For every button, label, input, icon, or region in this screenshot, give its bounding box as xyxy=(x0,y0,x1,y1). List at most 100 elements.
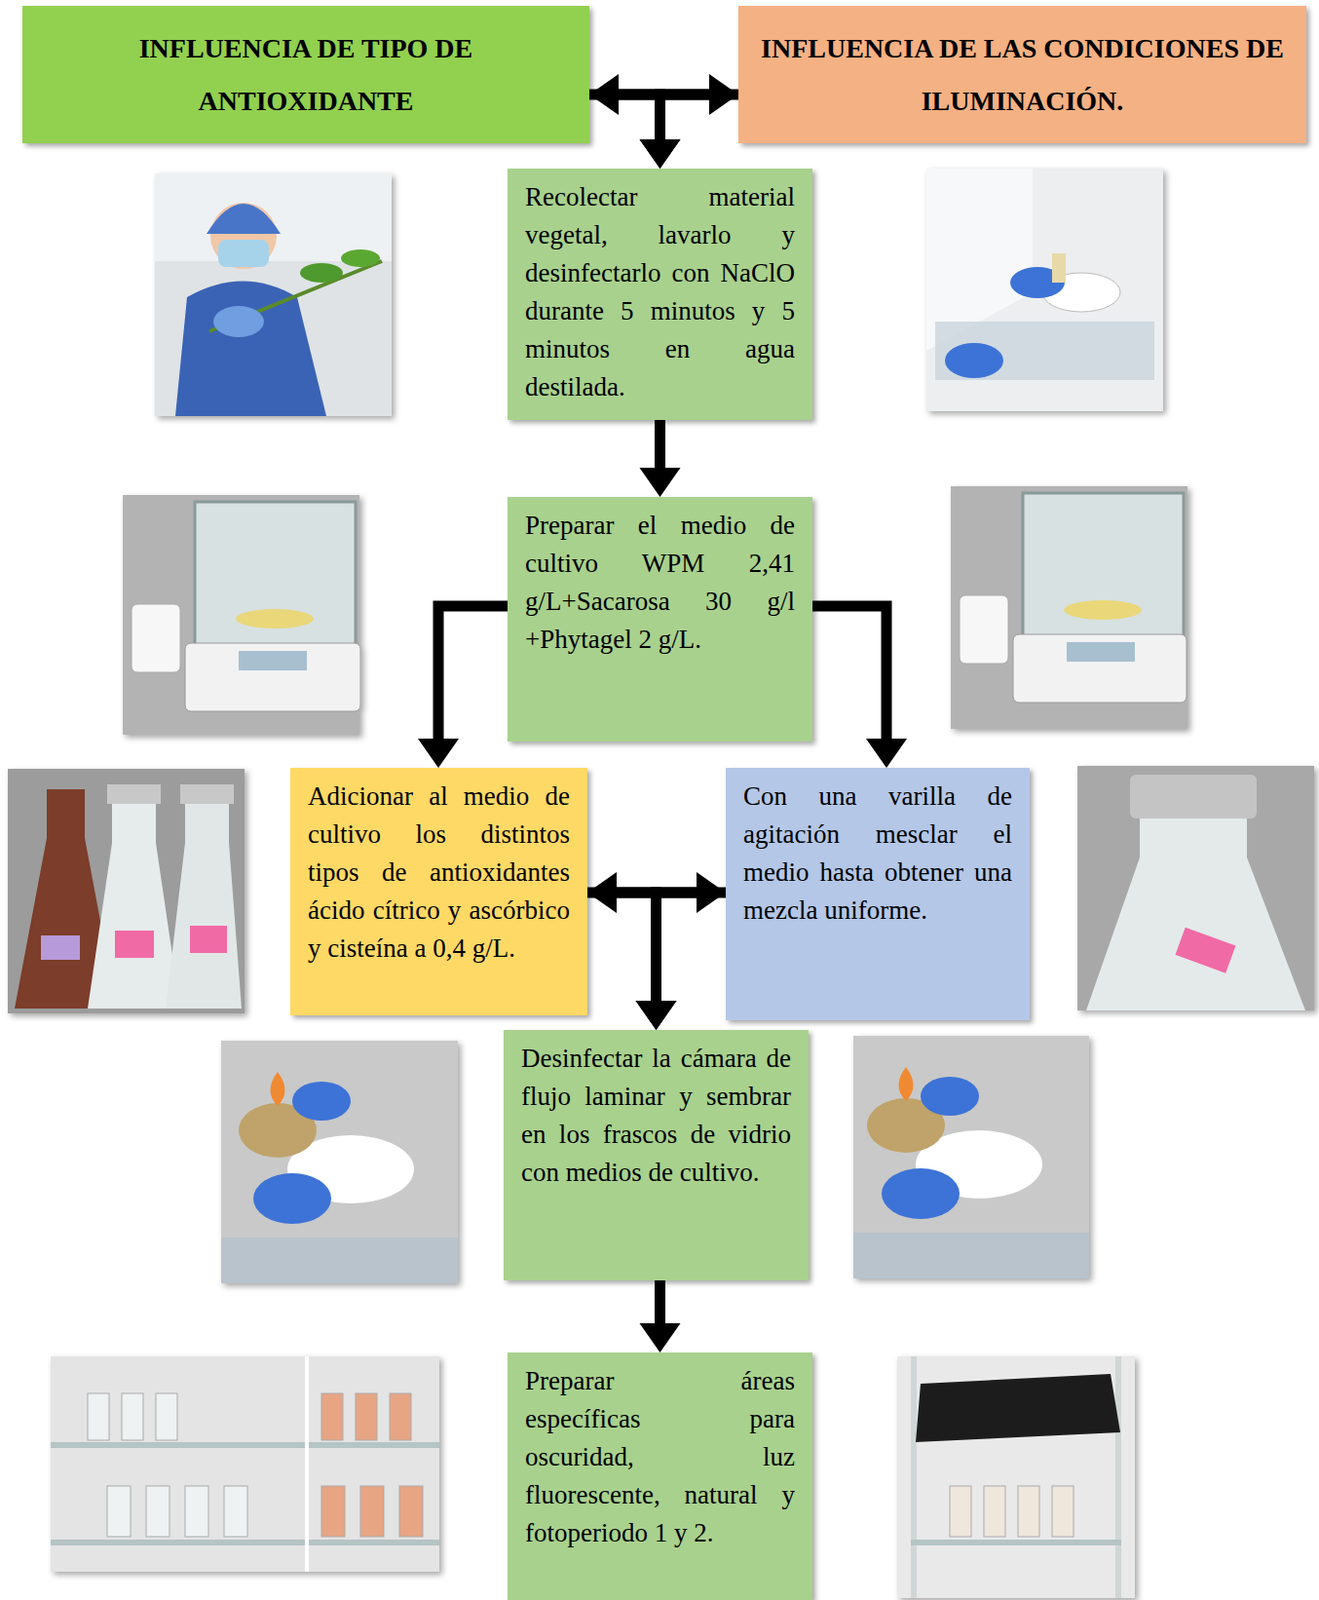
photo-tag xyxy=(189,925,227,953)
photo-jars xyxy=(949,1485,1074,1537)
photo-jar xyxy=(185,1485,209,1537)
photo-leaf xyxy=(300,263,343,283)
header-box: INFLUENCIA DE LAS CONDICIONES DE ILUMINA… xyxy=(738,5,1307,144)
photo-sowing xyxy=(221,1040,458,1283)
photo-bottle xyxy=(1052,253,1066,283)
arrow-head xyxy=(636,1000,678,1030)
photo-flask xyxy=(165,793,242,1009)
photo-flame xyxy=(270,1071,286,1106)
photo-flasks xyxy=(7,768,245,1014)
photo-base xyxy=(185,642,361,712)
photo-glove xyxy=(881,1168,960,1219)
flow-arrow xyxy=(589,94,681,169)
photo-jar xyxy=(224,1485,248,1537)
box-text: Desinfectar la cámara de flujo laminar y… xyxy=(521,1039,792,1192)
photo-worker xyxy=(154,173,392,416)
photo-sowing xyxy=(853,1035,1090,1279)
flow-arrow xyxy=(417,605,508,768)
arrow-head xyxy=(640,139,681,169)
arrow-head xyxy=(636,1000,678,1030)
photo-tag xyxy=(40,935,80,960)
photo-shelf xyxy=(910,1539,1122,1546)
photo-jars xyxy=(87,1393,423,1537)
photo-ground xyxy=(221,1040,458,1283)
photo-cap xyxy=(206,203,281,234)
photo-glove xyxy=(292,1081,351,1121)
photo-ground xyxy=(122,494,360,735)
header-box: INFLUENCIA DE TIPO DE ANTIOXIDANTE xyxy=(22,5,590,144)
photo-jar xyxy=(389,1393,412,1440)
photo-ground xyxy=(1077,765,1315,1011)
flow-arrow xyxy=(636,892,727,1030)
photo-black-bag xyxy=(915,1373,1121,1442)
arrow-line xyxy=(654,1280,666,1325)
photo-ground xyxy=(853,1035,1090,1279)
arrow-line xyxy=(812,605,887,741)
photo-jar xyxy=(1017,1485,1040,1537)
photo-post xyxy=(910,1356,917,1598)
photo-jar xyxy=(949,1485,972,1537)
photo-jar xyxy=(155,1393,178,1440)
photo-jar xyxy=(107,1485,131,1537)
photo-gown xyxy=(175,281,327,417)
arrow-head xyxy=(640,1322,681,1353)
photo-tag xyxy=(1174,927,1236,974)
flow-arrow xyxy=(812,605,907,768)
photo-shelves xyxy=(50,1356,440,1572)
photo-glove xyxy=(213,305,264,338)
arrow-head xyxy=(866,738,907,768)
photo-jar xyxy=(87,1393,110,1440)
flow-arrow xyxy=(640,1280,681,1353)
photo-jar xyxy=(399,1485,423,1537)
flow-arrow xyxy=(640,419,681,497)
arrow-line xyxy=(660,94,740,142)
photo-pan xyxy=(1063,600,1142,620)
photo-flask xyxy=(87,793,181,1009)
arrow-line xyxy=(438,605,508,741)
photo-glass xyxy=(935,321,1155,380)
photo-ground xyxy=(50,1356,440,1572)
photo-pan xyxy=(235,608,314,629)
photo-display xyxy=(238,650,307,671)
process-box: Recolectar material vegetal, lavarlo y d… xyxy=(507,168,813,420)
photo-hood xyxy=(926,168,1164,412)
box-text: Adicionar al medio de cultivo los distin… xyxy=(307,777,570,968)
photo-ground xyxy=(950,486,1188,729)
photo-case xyxy=(1022,492,1184,640)
box-text: INFLUENCIA DE TIPO DE ANTIOXIDANTE xyxy=(41,22,570,128)
photo-glove xyxy=(920,1076,980,1116)
process-box: Preparar el medio de cultivo WPM 2,41 g/… xyxy=(507,496,813,742)
photo-jar xyxy=(983,1485,1006,1537)
arrow-line xyxy=(587,892,657,1003)
photo-ground xyxy=(154,173,392,416)
photo-jar xyxy=(321,1485,345,1537)
photo-glass xyxy=(221,1237,458,1283)
photo-jar xyxy=(121,1393,144,1440)
arrow-line xyxy=(589,94,661,142)
box-text: Recolectar material vegetal, lavarlo y d… xyxy=(525,178,795,407)
photo-base xyxy=(1013,634,1187,703)
photo-jar xyxy=(1052,1485,1074,1537)
arrow-line xyxy=(656,892,727,1003)
photo-flask-body xyxy=(1086,789,1306,1011)
photo-ground xyxy=(897,1356,1135,1598)
photo-jar xyxy=(959,595,1009,664)
photo-divider xyxy=(304,1356,309,1572)
box-text: Con una varilla de agitación mesclar el … xyxy=(743,777,1013,930)
photo-mask xyxy=(218,239,269,267)
photo-leaf xyxy=(340,249,380,267)
flow-arrow xyxy=(640,94,740,169)
arrow-head xyxy=(640,467,681,497)
photo-jar xyxy=(146,1485,170,1537)
photo-glove xyxy=(944,342,1004,378)
photo-shelf xyxy=(50,1441,440,1448)
photo-rack xyxy=(897,1356,1135,1598)
photo-shelf xyxy=(50,1539,440,1546)
flow-arrow xyxy=(587,892,678,1030)
photo-case xyxy=(194,501,356,648)
photo-foil xyxy=(180,784,234,804)
photo-balance xyxy=(950,486,1188,729)
arrow-head xyxy=(640,139,681,169)
photo-jar xyxy=(321,1393,343,1440)
photo-balance xyxy=(122,494,361,735)
